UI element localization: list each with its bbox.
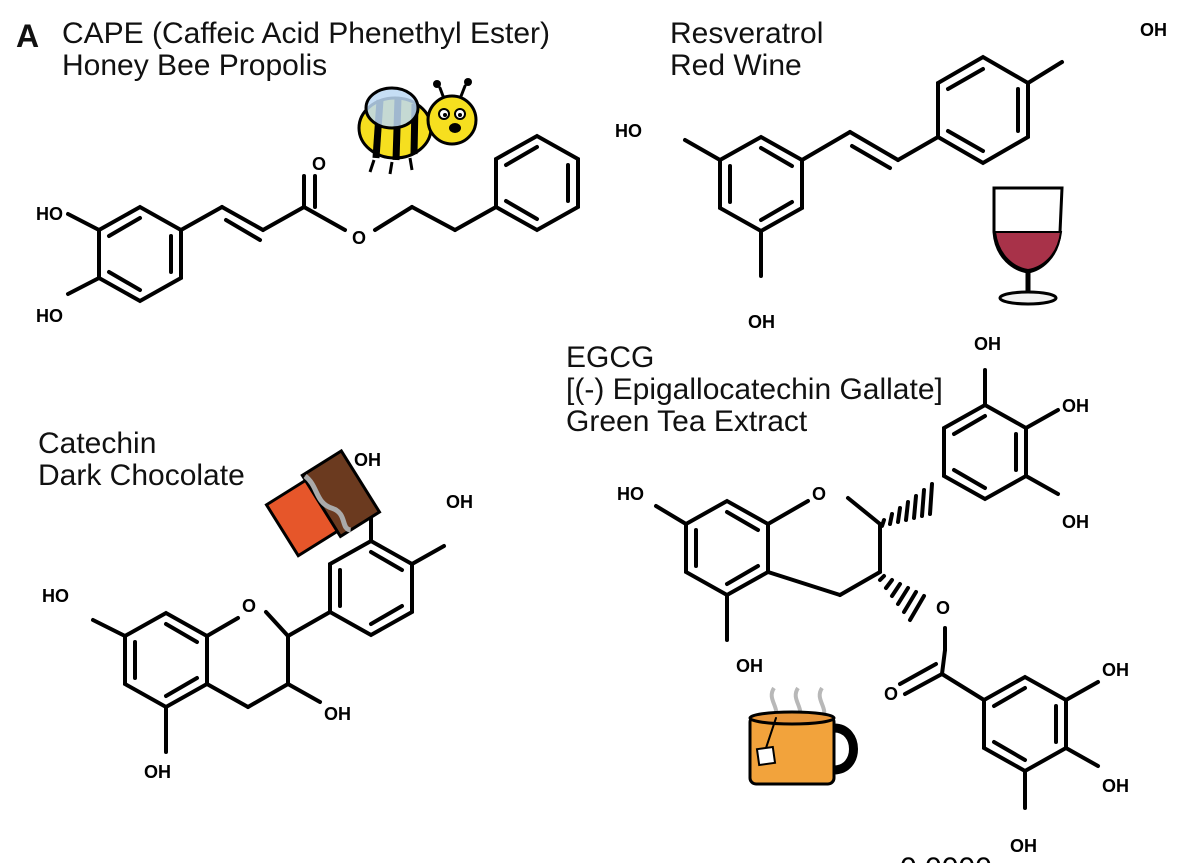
cape-source: Honey Bee Propolis	[62, 49, 328, 82]
resveratrol-ho: HO	[615, 121, 642, 141]
egcg-oh-a: OH	[736, 656, 763, 676]
cape-carbonyl-o: O	[312, 154, 326, 174]
chocolate-bar-icon	[264, 448, 382, 558]
cape-ester-o: O	[352, 228, 366, 248]
catechin-ho: HO	[42, 586, 69, 606]
egcg-ring-o: O	[812, 484, 826, 504]
egcg-title: EGCG [(-) Epigallocatechin Gallate] Gree…	[566, 342, 943, 438]
catechin-oh-2: OH	[144, 762, 171, 782]
egcg-ho: HO	[617, 484, 644, 504]
catechin-structure: HO O OH OH OH OH	[42, 450, 473, 782]
cape-title: CAPE (Caffeic Acid Phenethyl Ester) Hone…	[62, 18, 550, 82]
catechin-title: Catechin Dark Chocolate	[38, 428, 245, 492]
cape-ho-2: HO	[36, 306, 63, 326]
egcg-source: Green Tea Extract	[566, 405, 808, 438]
tea-mug-icon	[748, 686, 858, 786]
egcg-structure: HO O OH OH OH OH O O OH OH OH	[617, 334, 1129, 856]
egcg-oh-c: OH	[1062, 396, 1089, 416]
egcg-ester-o: O	[936, 598, 950, 618]
resveratrol-oh-2: OH	[1140, 20, 1167, 40]
resveratrol-title: Resveratrol Red Wine	[670, 18, 823, 82]
cape-structure: HO HO O O	[36, 133, 580, 326]
catechin-source: Dark Chocolate	[38, 459, 245, 492]
egcg-oh-f: OH	[1102, 776, 1129, 796]
cape-name: CAPE (Caffeic Acid Phenethyl Ester)	[62, 17, 550, 50]
resveratrol-oh-1: OH	[748, 312, 775, 332]
egcg-oh-g: OH	[1010, 836, 1037, 856]
egcg-stereo-hash-2	[878, 574, 926, 622]
resveratrol-name: Resveratrol	[670, 17, 824, 50]
egcg-oh-e: OH	[1102, 660, 1129, 680]
footer-fragment: 0.0000	[900, 852, 992, 863]
resveratrol-structure: HO OH OH	[615, 20, 1167, 332]
wine-glass-icon	[992, 186, 1064, 306]
egcg-full-name: [(-) Epigallocatechin Gallate]	[566, 373, 943, 406]
egcg-oh-b: OH	[974, 334, 1001, 354]
egcg-carbonyl-o: O	[884, 684, 898, 704]
egcg-stereo-hash-1	[880, 482, 934, 528]
catechin-ring-o: O	[242, 596, 256, 616]
catechin-oh-1: OH	[324, 704, 351, 724]
bee-icon	[357, 78, 478, 175]
catechin-oh-3: OH	[354, 450, 381, 470]
egcg-oh-d: OH	[1062, 512, 1089, 532]
resveratrol-source: Red Wine	[670, 49, 802, 82]
egcg-name: EGCG	[566, 341, 655, 374]
catechin-name: Catechin	[38, 427, 157, 460]
catechin-oh-4: OH	[446, 492, 473, 512]
cape-ho-1: HO	[36, 204, 63, 224]
panel-label: A	[16, 18, 40, 54]
